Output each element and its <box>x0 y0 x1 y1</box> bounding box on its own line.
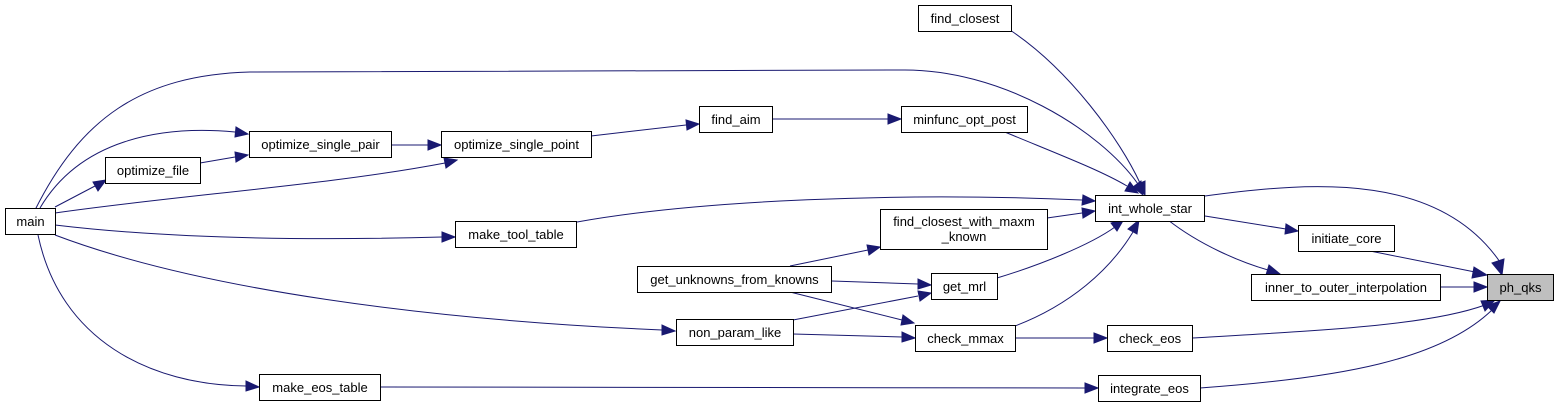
edge-check-mmax-to-int-whole-star <box>1014 231 1134 327</box>
node-non-param-like[interactable]: non_param_like <box>676 319 794 346</box>
nodes: main optimize_file optimize_single_pair … <box>5 5 1554 402</box>
node-label: optimize_file <box>117 163 189 178</box>
arrowhead <box>234 126 250 138</box>
arrowhead <box>234 151 250 163</box>
arrowhead <box>661 324 677 336</box>
arrowhead <box>1265 264 1282 276</box>
node-optimize-single-point[interactable]: optimize_single_point <box>441 131 592 158</box>
arrowhead <box>1473 281 1489 293</box>
edge-find-closest-with-maxm-to-int-whole-star <box>1046 212 1083 219</box>
node-optimize-file[interactable]: optimize_file <box>105 157 201 184</box>
node-make-eos-table[interactable]: make_eos_table <box>259 374 381 401</box>
edge-get-mrl-to-int-whole-star <box>996 226 1116 279</box>
edge-make-eos-table-to-integrate-eos <box>379 386 1086 389</box>
node-label: initiate_core <box>1311 231 1381 246</box>
edge-gufk-to-fcwmk <box>789 249 869 267</box>
node-check-eos[interactable]: check_eos <box>1107 325 1193 352</box>
arrowhead <box>1127 218 1140 235</box>
node-label: _known <box>941 229 987 244</box>
node-get-unknowns-from-knowns[interactable]: get_unknowns_from_knowns <box>637 266 832 293</box>
node-label: main <box>16 214 44 229</box>
node-label: optimize_single_point <box>454 137 579 152</box>
arrowhead <box>1491 258 1505 277</box>
node-find-closest[interactable]: find_closest <box>918 5 1012 32</box>
edge-make-tool-table-to-int-whole-star <box>576 196 1083 223</box>
arrowhead <box>917 278 933 290</box>
arrowhead <box>866 244 882 256</box>
edge-main-to-optfile <box>54 185 96 208</box>
arrowhead <box>887 113 903 125</box>
edge-int-whole-star-to-initiate-core <box>1204 215 1287 230</box>
edge-minfunc-to-int-whole-star <box>999 129 1128 187</box>
arrowhead <box>685 119 701 131</box>
node-minfunc-opt-post[interactable]: minfunc_opt_post <box>901 106 1028 133</box>
node-label: find_closest <box>931 11 1000 26</box>
node-find-aim[interactable]: find_aim <box>699 106 773 133</box>
arrowhead <box>441 231 457 243</box>
node-int-whole-star[interactable]: int_whole_star <box>1095 195 1205 222</box>
node-label: make_tool_table <box>468 227 563 242</box>
node-label: non_param_like <box>689 325 782 340</box>
edge-integrate-eos-to-ph-qks <box>1199 309 1493 389</box>
node-integrate-eos[interactable]: integrate_eos <box>1098 375 1201 402</box>
edge-optfile-to-ospair <box>199 156 236 164</box>
edge-npl-to-get-mrl <box>792 295 919 321</box>
node-main[interactable]: main <box>5 208 56 235</box>
node-label: check_mmax <box>927 331 1004 346</box>
node-label: optimize_single_pair <box>261 137 380 152</box>
node-find-closest-with-maxm-known[interactable]: find_closest_with_maxm _known <box>880 209 1048 250</box>
node-label: get_mrl <box>943 279 986 294</box>
arrowhead <box>443 157 459 169</box>
node-label: ph_qks <box>1500 280 1542 295</box>
edge-main-to-non-param-like <box>54 234 663 331</box>
node-inner-to-outer-interpolation[interactable]: inner_to_outer_interpolation <box>1251 274 1441 301</box>
edge-check-eos-to-ph-qks <box>1191 304 1486 339</box>
node-label: check_eos <box>1119 331 1182 346</box>
arrowhead <box>901 331 917 343</box>
edge-int-whole-star-to-inner-to-outer <box>1167 219 1269 271</box>
arrowhead <box>1081 194 1097 206</box>
arrowhead <box>1132 180 1144 197</box>
edge-npl-to-check-mmax <box>792 333 903 338</box>
node-label: make_eos_table <box>272 380 367 395</box>
node-make-tool-table[interactable]: make_tool_table <box>455 221 577 248</box>
edge-int-whole-star-to-ph-qks <box>1204 186 1501 263</box>
arrowhead <box>1486 300 1502 314</box>
node-label: integrate_eos <box>1110 381 1189 396</box>
arrowhead <box>1084 382 1100 394</box>
arrowhead <box>917 290 933 302</box>
arrowhead <box>92 179 108 192</box>
node-label: inner_to_outer_interpolation <box>1265 280 1427 295</box>
node-label: get_unknowns_from_knowns <box>650 272 819 287</box>
edge-find-closest-to-int-whole-star <box>1009 29 1141 184</box>
arrowhead <box>1093 332 1109 344</box>
node-label: int_whole_star <box>1108 201 1192 216</box>
node-label: find_aim <box>711 112 760 127</box>
edge-gufk-to-get-mrl <box>831 280 919 285</box>
edge-main-to-ospair <box>39 129 236 209</box>
edge-main-to-int-whole-star <box>34 69 1139 211</box>
node-check-mmax[interactable]: check_mmax <box>915 325 1016 352</box>
edge-osp-to-find-aim <box>590 124 687 137</box>
node-initiate-core[interactable]: initiate_core <box>1298 225 1395 252</box>
node-label: find_closest_with_maxm <box>893 214 1035 229</box>
arrowhead <box>1284 223 1300 235</box>
edge-main-to-make-tool-table <box>54 224 443 240</box>
node-label: minfunc_opt_post <box>913 112 1016 127</box>
edge-main-to-ospoint <box>54 162 446 214</box>
edge-main-to-make-eos-table <box>37 234 247 387</box>
arrowhead <box>1081 207 1097 219</box>
edge-gufk-to-check-mmax <box>789 291 903 321</box>
node-get-mrl[interactable]: get_mrl <box>931 273 998 300</box>
node-ph-qks[interactable]: ph_qks <box>1487 274 1554 301</box>
edges <box>34 29 1505 394</box>
arrowhead <box>427 139 443 151</box>
arrowhead <box>245 380 261 392</box>
arrowhead <box>1471 266 1489 279</box>
node-optimize-single-pair[interactable]: optimize_single_pair <box>249 131 392 158</box>
edge-initiate-core-to-ph-qks <box>1364 249 1476 273</box>
arrowhead <box>900 314 916 326</box>
